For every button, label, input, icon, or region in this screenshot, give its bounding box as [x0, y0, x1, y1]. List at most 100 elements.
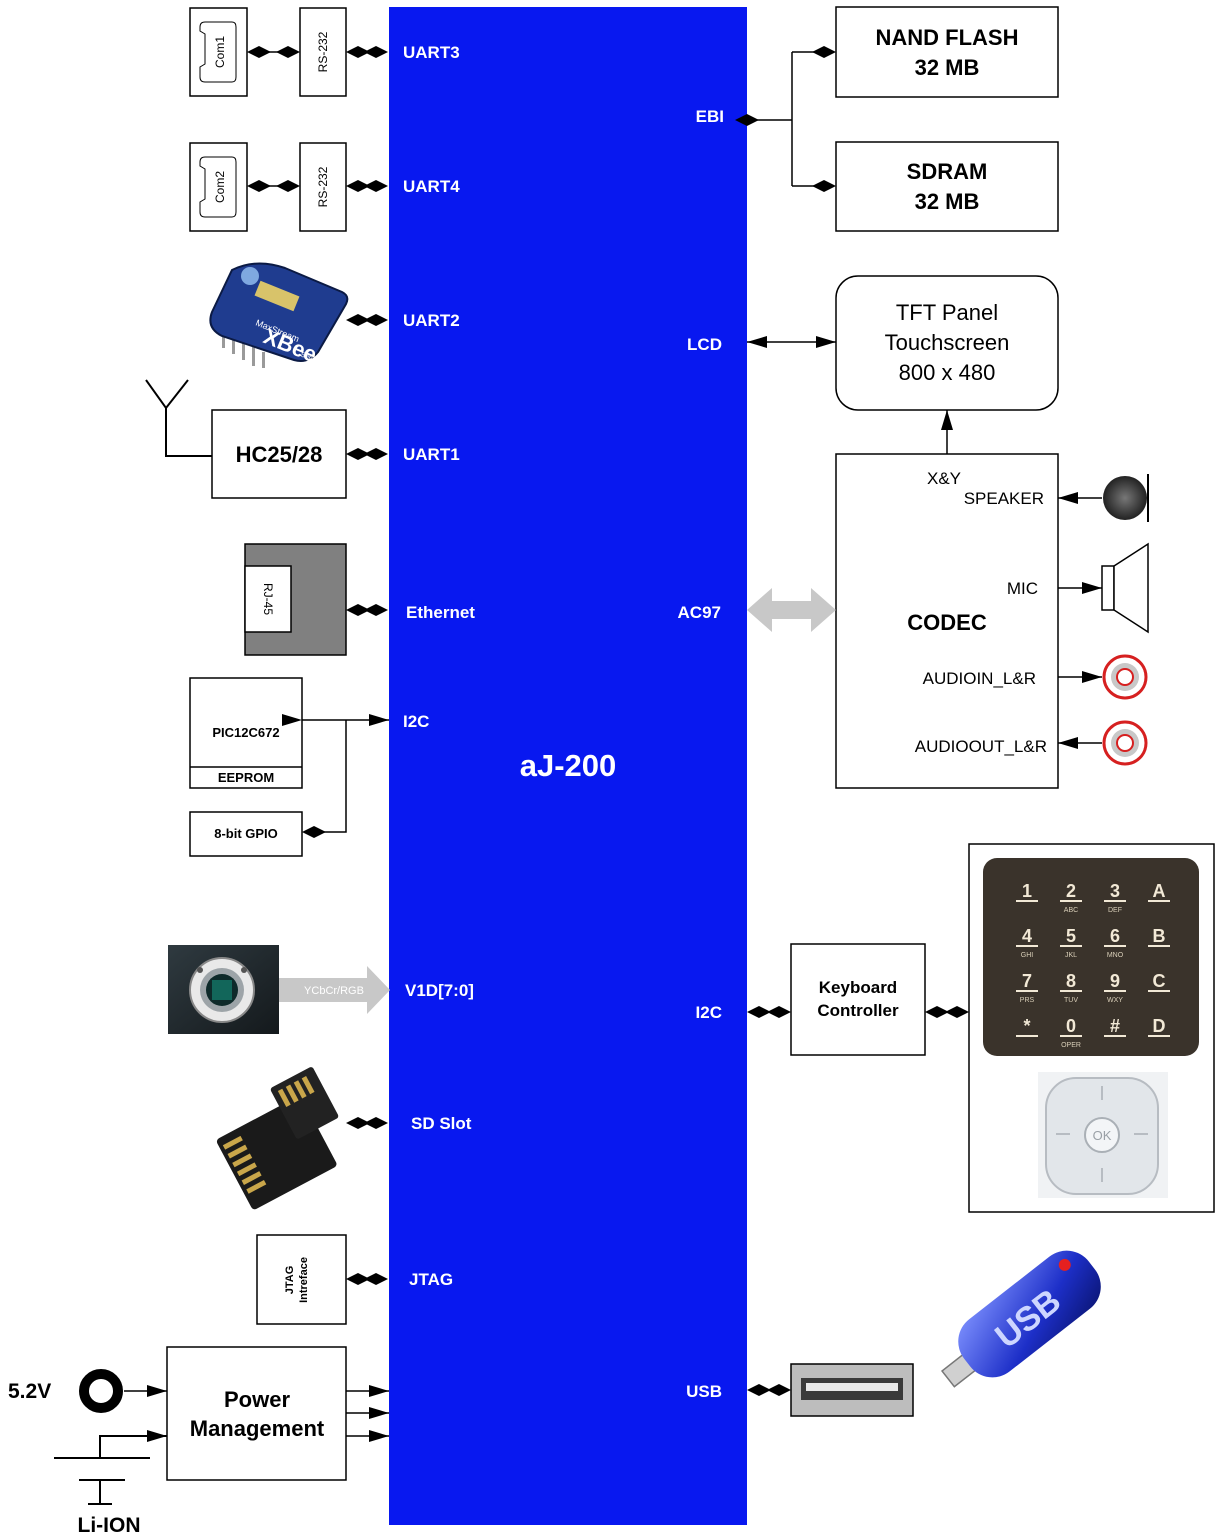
- codec-mic-label: MIC: [1007, 579, 1038, 598]
- codec-xy-label: X&Y: [927, 469, 961, 488]
- com2-connector-icon: [199, 156, 237, 218]
- port-uart2: UART2: [403, 311, 460, 330]
- keypad-key-letters: PRS: [1020, 997, 1035, 1004]
- keypad-key-underline: [1148, 1035, 1170, 1037]
- cpu-title: aJ-200: [520, 748, 617, 783]
- sdram-box: [835, 141, 1059, 232]
- com1-connector-icon: [199, 21, 237, 83]
- audio-out-jack-icon: [1102, 720, 1148, 766]
- nand-size: 32 MB: [915, 55, 980, 80]
- codec-audio-in-label: AUDIOIN_L&R: [923, 669, 1036, 688]
- keypad-key: 6: [1110, 926, 1120, 946]
- keypad-key-underline: [1148, 900, 1170, 902]
- keypad-key-underline: [1016, 990, 1038, 992]
- keypad-key: #: [1110, 1016, 1120, 1036]
- com1-label: Com1: [213, 36, 227, 68]
- link-ebi: [735, 46, 836, 192]
- keypad-key-letters: GHI: [1021, 952, 1034, 959]
- rs232-b-box: [299, 142, 347, 232]
- audio-in-jack-icon: [1102, 654, 1148, 700]
- antenna-icon: [145, 379, 212, 457]
- keypad-key-letters: DEF: [1108, 907, 1122, 914]
- camera-bus-label: YCbCr/RGB: [304, 985, 364, 997]
- usb-stick-image: USB: [940, 1250, 1101, 1388]
- sdram-label: SDRAM: [907, 159, 988, 184]
- keypad-image: [983, 858, 1199, 1056]
- codec-speaker-label: SPEAKER: [964, 489, 1044, 508]
- gpio-label: 8-bit GPIO: [214, 826, 278, 841]
- keypad-key: 9: [1110, 971, 1120, 991]
- port-lcd: LCD: [687, 335, 722, 354]
- keypad-key-underline: [1148, 945, 1170, 947]
- hc25-label: HC25/28: [236, 442, 323, 467]
- eeprom-label: EEPROM: [218, 770, 274, 785]
- keyboard-label: Keyboard: [819, 978, 897, 997]
- keypad-key: 4: [1022, 926, 1032, 946]
- keypad-key-letters: WXY: [1107, 997, 1123, 1004]
- keypad-key: 5: [1066, 926, 1076, 946]
- keypad-key-letters: MNO: [1107, 952, 1124, 959]
- keypad-key: *: [1023, 1016, 1030, 1036]
- sd-card-image: [216, 1067, 339, 1210]
- tft-label: TFT Panel: [896, 300, 998, 325]
- jtag-label-2: Intreface: [298, 1257, 310, 1303]
- keypad-key-underline: [1016, 1035, 1038, 1037]
- rj45-box: [244, 565, 292, 633]
- rj45-label: RJ-45: [261, 583, 275, 615]
- xbee-module-image: MaxStream XBee Series 2: [209, 262, 349, 368]
- keypad-key-letters: ABC: [1064, 907, 1078, 914]
- keypad-key: 7: [1022, 971, 1032, 991]
- port-i2c-left: I2C: [403, 712, 429, 731]
- port-sd-slot: SD Slot: [411, 1114, 472, 1133]
- tft-resolution: 800 x 480: [899, 360, 996, 385]
- keypad-key-underline: [1104, 900, 1126, 902]
- port-uart1: UART1: [403, 445, 460, 464]
- keypad-key-letters: JKL: [1065, 952, 1077, 959]
- keypad-key-underline: [1148, 990, 1170, 992]
- port-ac97: AC97: [678, 603, 721, 622]
- keypad-key: D: [1153, 1016, 1166, 1036]
- rs232-a-label: RS-232: [316, 31, 330, 72]
- keypad-key-letters: TUV: [1064, 997, 1078, 1004]
- codec-audio-out-label: AUDIOOUT_L&R: [915, 737, 1047, 756]
- dc-jack-icon: [79, 1369, 123, 1413]
- keypad-key: C: [1153, 971, 1166, 991]
- keyboard-controller-box: [790, 943, 926, 1056]
- hc25-box: [211, 409, 347, 499]
- ok-button-icon: [1084, 1117, 1120, 1153]
- usb-port-icon: [790, 1363, 914, 1417]
- camera-image: [168, 945, 279, 1034]
- codec-title: CODEC: [907, 610, 987, 635]
- keypad-key-underline: [1104, 990, 1126, 992]
- voltage-label: 5.2V: [8, 1380, 51, 1403]
- codec-box: [835, 453, 1059, 789]
- port-uart4: UART4: [403, 177, 460, 196]
- keypad-key-underline: [1016, 900, 1038, 902]
- port-jtag: JTAG: [409, 1270, 453, 1289]
- jtag-label: JTAG: [284, 1266, 296, 1295]
- tft-label-2: Touchscreen: [885, 330, 1010, 355]
- navigation-pad-image: OK: [1038, 1072, 1168, 1198]
- nand-label: NAND FLASH: [876, 25, 1019, 50]
- ac97-link: [747, 588, 836, 632]
- pic-box: [189, 677, 303, 789]
- speaker-icon: [1101, 542, 1149, 634]
- com2-label: Com2: [213, 171, 227, 203]
- keypad-key: 2: [1066, 881, 1076, 901]
- battery-icon: [54, 1430, 167, 1505]
- camera-bus-arrow: [279, 966, 390, 1014]
- keyboard-label-2: Controller: [817, 1001, 899, 1020]
- port-uart3: UART3: [403, 43, 460, 62]
- link-i2c-gpio: [302, 720, 347, 838]
- microphone-icon: [1103, 476, 1147, 520]
- cpu-block: [389, 7, 747, 1525]
- port-ebi: EBI: [696, 107, 724, 126]
- keypad-key-underline: [1104, 1035, 1126, 1037]
- keypad-key-underline: [1060, 990, 1082, 992]
- keypad-key: 0: [1066, 1016, 1076, 1036]
- keypad-key: 3: [1110, 881, 1120, 901]
- keypad-key: B: [1153, 926, 1166, 946]
- keypad-key: 8: [1066, 971, 1076, 991]
